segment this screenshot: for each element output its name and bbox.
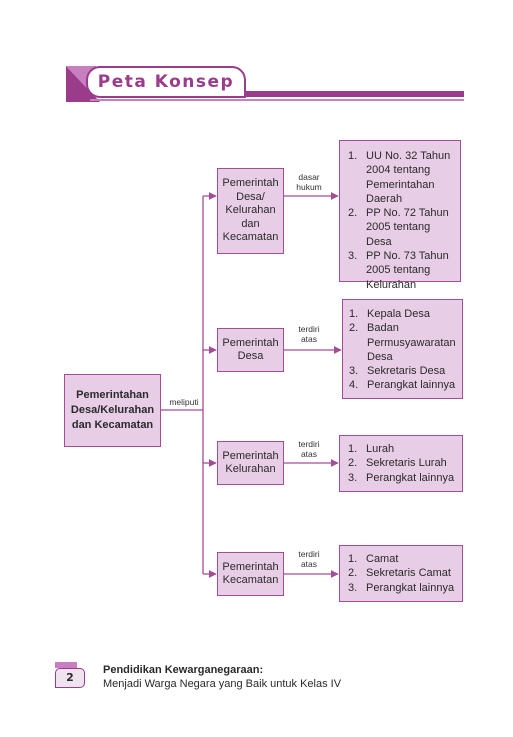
root-edge-label: meliputi	[169, 397, 199, 407]
branch-node-3: Pemerintah Kelurahan	[217, 441, 284, 485]
branch-3-edge-label: terdiri atas	[298, 439, 320, 459]
list-item: 3.Perangkat lainnya	[348, 471, 455, 484]
list-item: 1.UU No. 32 Tahun 2004 tentang Pemerinta…	[348, 150, 451, 205]
list-item: 2.PP No. 72 Tahun 2005 tentang Desa	[348, 207, 449, 248]
list-item: 1.Lurah	[348, 443, 395, 455]
header-rule-thick	[90, 91, 464, 97]
list-node-2-items: 1.Kepala Desa 2.Badan Permusyawaratan De…	[349, 307, 458, 393]
list-item: 1.Kepala Desa	[349, 308, 430, 320]
list-node-1: 1.UU No. 32 Tahun 2004 tentang Pemerinta…	[339, 140, 461, 291]
list-item: 3.PP No. 73 Tahun 2005 tentang Kelurahan	[348, 250, 449, 291]
branch-node-2-label: Pemerintah Desa	[222, 336, 279, 363]
list-item: 2.Sekretaris Camat	[348, 567, 451, 580]
branch-2-edge-label: terdiri atas	[298, 324, 320, 344]
list-item: 1.Camat	[348, 553, 399, 565]
book-subtitle: Menjadi Warga Negara yang Baik untuk Kel…	[103, 678, 342, 690]
list-node-3: 1.Lurah 2.Sekretaris Lurah 3.Perangkat l…	[339, 435, 463, 492]
root-node-label: Pemerintahan Desa/Kelurahan dan Kecamata…	[70, 389, 155, 431]
page-number-accent	[55, 662, 77, 668]
list-node-4-items: 1.Camat 2.Sekretaris Camat 3.Perangkat l…	[348, 552, 458, 595]
branch-4-edge-label: terdiri atas	[298, 549, 320, 569]
list-node-3-items: 1.Lurah 2.Sekretaris Lurah 3.Perangkat l…	[348, 442, 458, 485]
page-title: Peta Konsep	[97, 72, 235, 92]
branch-node-1: Pemerintah Desa/ Kelurahan dan Kecamatan	[217, 168, 284, 254]
list-node-2: 1.Kepala Desa 2.Badan Permusyawaratan De…	[342, 299, 463, 399]
root-node: Pemerintahan Desa/Kelurahan dan Kecamata…	[64, 374, 161, 447]
list-node-4: 1.Camat 2.Sekretaris Camat 3.Perangkat l…	[339, 545, 463, 602]
branch-node-1-label: Pemerintah Desa/ Kelurahan dan Kecamatan	[222, 177, 279, 244]
list-item: 2.Badan Permusyawaratan Desa	[349, 322, 456, 363]
list-item: 3.Sekretaris Desa	[349, 365, 446, 378]
branch-node-4: Pemerintah Kecamatan	[217, 552, 284, 596]
branch-node-2: Pemerintah Desa	[217, 328, 284, 372]
branch-1-edge-label: dasar hukum	[296, 172, 322, 192]
list-node-1-items: 1.UU No. 32 Tahun 2004 tentang Pemerinta…	[348, 149, 456, 292]
list-item: 2.Sekretaris Lurah	[348, 457, 447, 470]
header-tab	[86, 66, 246, 98]
page-number: 2	[55, 668, 85, 688]
list-item: 3.Perangkat lainnya	[348, 581, 455, 594]
header-rule-thin	[90, 99, 464, 101]
branch-node-3-label: Pemerintah Kelurahan	[222, 449, 279, 476]
branch-node-4-label: Pemerintah Kecamatan	[222, 560, 279, 587]
list-item: 4.Perangkat lainnya	[349, 379, 456, 392]
book-title: Pendidikan Kewarganegaraan:	[103, 664, 264, 676]
